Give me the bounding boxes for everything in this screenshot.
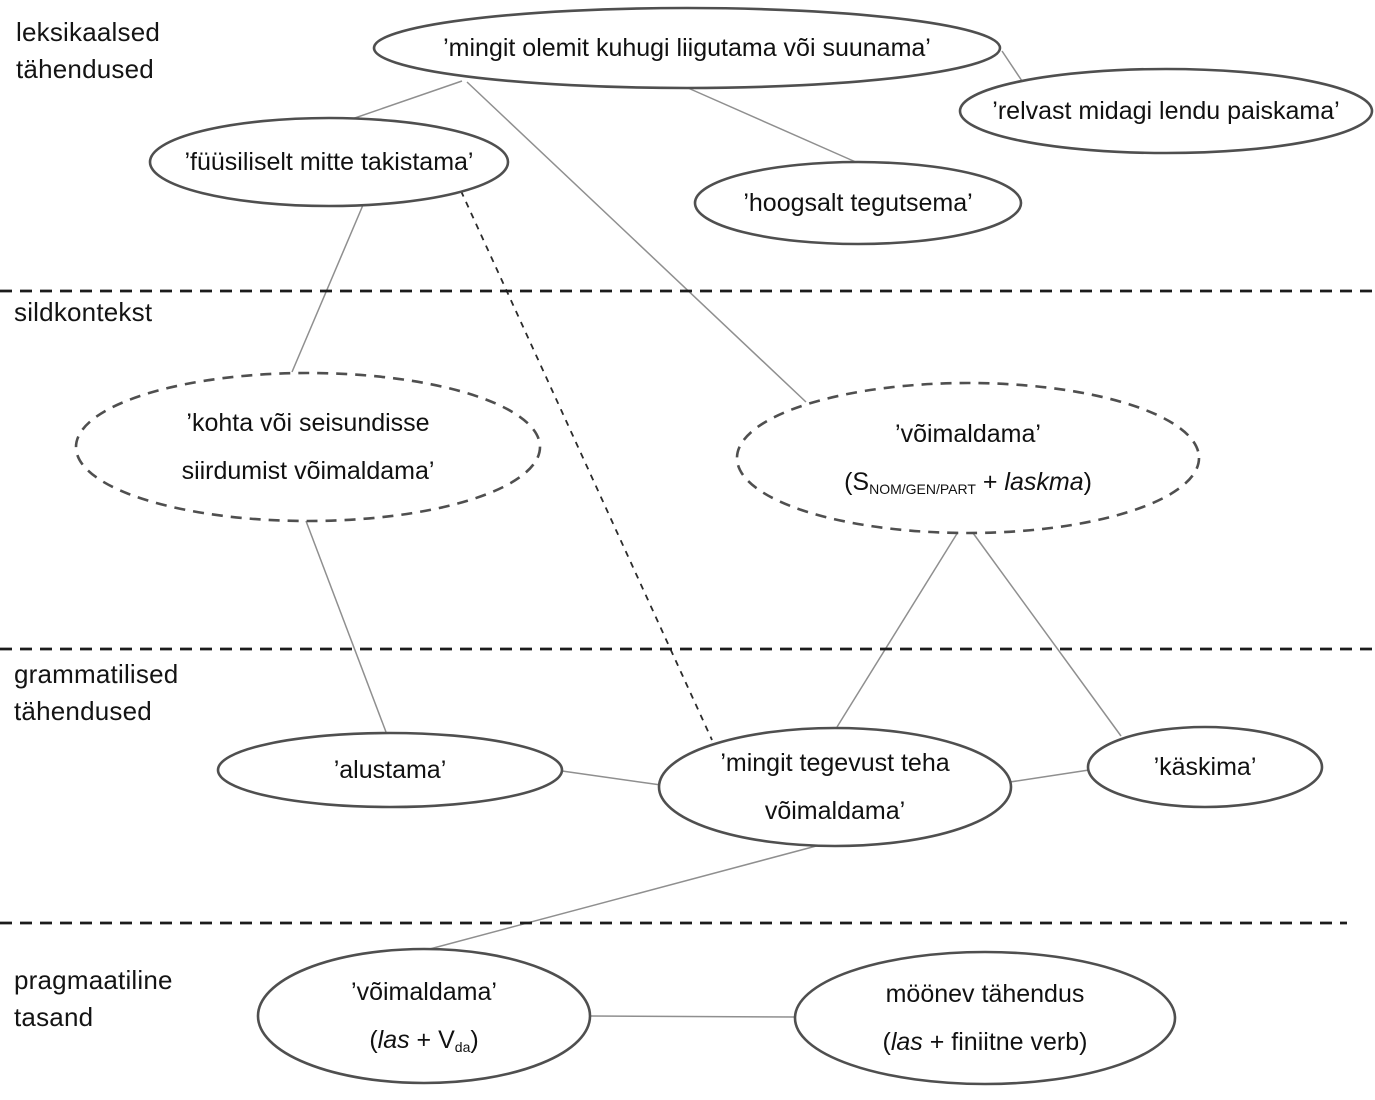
node-weapon-throw-label-line-1: ’relvast midagi lendu paiskama’ xyxy=(992,97,1339,125)
edge-alustama--allow-activity xyxy=(561,770,662,786)
node-allow-movement-label-line-2: siirdumist võimaldama’ xyxy=(182,457,435,485)
node-move-entity-label-line-1: ’mingit olemit kuhugi liigutama või suun… xyxy=(443,34,931,62)
layer-label-bridge-context: sildkontekst xyxy=(14,297,153,327)
node-allow-las-vda-label-line-1: ’võimaldama’ xyxy=(351,978,497,1006)
node-act-briskly-ellipse xyxy=(693,160,1023,246)
edge-allow-las-vda--concessive xyxy=(589,1015,796,1018)
node-allow-activity-ellipse xyxy=(657,726,1013,848)
node-allow-movement: ’kohta või seisundisse siirdumist võimald… xyxy=(74,371,542,523)
node-not-hinder-ellipse xyxy=(148,116,510,208)
node-act-briskly-label-line-1: ’hoogsalt tegutsema’ xyxy=(743,189,972,217)
node-not-hinder-label-line-1: ’füüsiliselt mitte takistama’ xyxy=(185,148,474,176)
node-allow-movement-label-line-1: ’kohta või seisundisse xyxy=(186,409,429,437)
edge-move-entity--allow-laskma xyxy=(466,81,807,403)
node-alustama: ’alustama’ xyxy=(216,731,564,809)
node-concessive: möönev tähendus (las + finiitne verb) xyxy=(793,950,1177,1086)
edge-move-entity--act-briskly xyxy=(687,87,859,164)
node-allow-movement-ellipse xyxy=(74,371,542,523)
node-kaskima-ellipse xyxy=(1086,725,1324,809)
node-concessive-label-line-2: (las + finiitne verb) xyxy=(883,1028,1088,1056)
node-allow-activity-label-line-2: võimaldama’ xyxy=(765,797,905,825)
node-allow-activity: ’mingit tegevust teha võimaldama’ xyxy=(657,726,1013,848)
node-alustama-ellipse xyxy=(216,731,564,809)
edge-not-hinder--allow-movement xyxy=(291,204,364,373)
edge-allow-laskma--kaskima xyxy=(972,532,1122,737)
node-move-entity-ellipse xyxy=(372,6,1002,90)
node-allow-laskma: ’võimaldama’ (SNOM/GEN/PART + laskma) xyxy=(735,381,1201,535)
node-allow-activity-label-line-1: ’mingit tegevust teha xyxy=(720,749,949,777)
layer-label-pragmatic: pragmaatiline tasand xyxy=(14,965,173,1032)
edge-allow-activity--allow-las-vda xyxy=(425,844,821,951)
node-allow-las-vda-label-line-2: (las + Vda) xyxy=(369,1026,478,1055)
edge-allow-activity--kaskima xyxy=(1009,769,1090,783)
edge-move-entity--weapon-throw xyxy=(1001,50,1023,82)
edge-move-entity--not-hinder xyxy=(348,80,463,121)
node-concessive-ellipse xyxy=(793,950,1177,1086)
layer-label-grammatical: grammatilised tähendused xyxy=(14,659,179,726)
node-kaskima-label-line-1: ’käskima’ xyxy=(1154,753,1257,781)
edge-not-hinder--allow-activity xyxy=(460,190,713,741)
node-allow-las-vda-ellipse xyxy=(256,947,592,1085)
edge-allow-laskma--allow-activity xyxy=(836,531,959,728)
node-allow-laskma-label-line-1: ’võimaldama’ xyxy=(895,420,1041,448)
node-allow-laskma-label-line-2: (SNOM/GEN/PART + laskma) xyxy=(844,468,1092,497)
layer-label-lexical: leksikaalsed tähendused xyxy=(16,17,161,84)
node-allow-laskma-ellipse xyxy=(735,381,1201,535)
node-concessive-label-line-1: möönev tähendus xyxy=(886,980,1085,1008)
node-alustama-label-line-1: ’alustama’ xyxy=(334,756,447,784)
node-not-hinder: ’füüsiliselt mitte takistama’ xyxy=(148,116,510,208)
node-allow-las-vda: ’võimaldama’ (las + Vda) xyxy=(256,947,592,1085)
node-move-entity: ’mingit olemit kuhugi liigutama või suun… xyxy=(372,6,1002,90)
node-weapon-throw-ellipse xyxy=(958,67,1374,155)
node-act-briskly: ’hoogsalt tegutsema’ xyxy=(693,160,1023,246)
edge-allow-movement--alustama xyxy=(305,520,387,733)
node-kaskima: ’käskima’ xyxy=(1086,725,1324,809)
node-weapon-throw: ’relvast midagi lendu paiskama’ xyxy=(958,67,1374,155)
